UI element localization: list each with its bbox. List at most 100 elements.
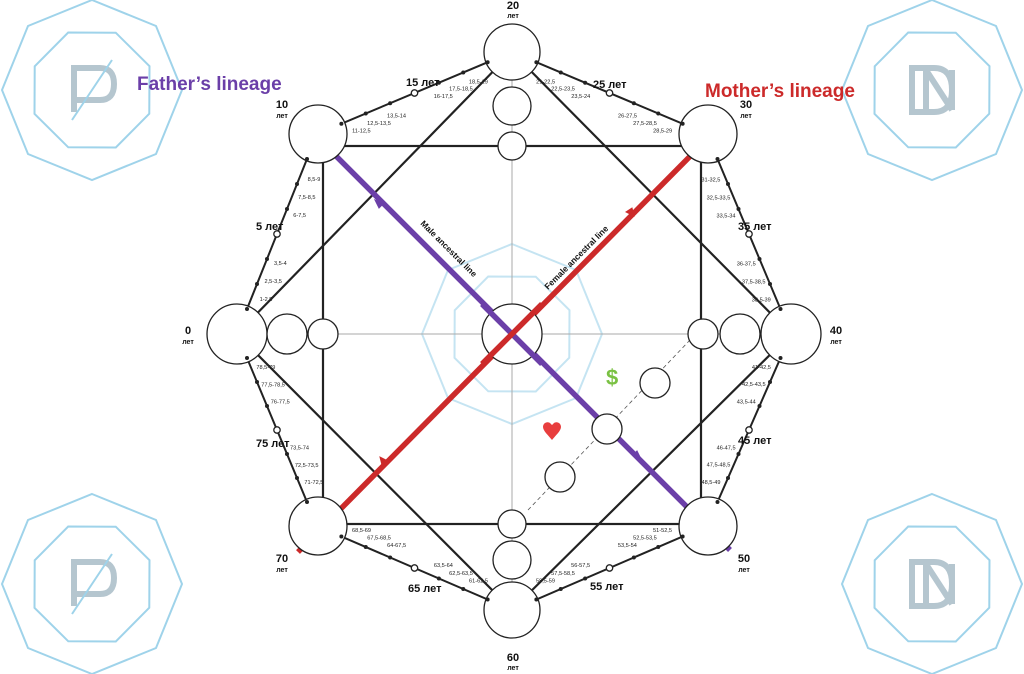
circle-money <box>639 367 671 399</box>
age-range-label: 21-22,5 <box>536 79 555 85</box>
age-tick-dot <box>388 101 393 106</box>
age-label-70: 70 лет <box>276 553 288 574</box>
age-range-label: 7,5-8,5 <box>298 195 315 201</box>
age-range-label: 56-57,5 <box>571 563 590 569</box>
female-line-arrow <box>625 207 635 217</box>
heart-icon <box>543 422 561 440</box>
age-range-label: 57,5-58,5 <box>551 571 575 577</box>
age-range-label: 52,5-53,5 <box>633 536 657 542</box>
age-tick-dot <box>680 121 685 126</box>
age-tick-dot <box>715 500 720 504</box>
mid-age-marker <box>605 89 614 97</box>
age-tick-dot <box>436 576 441 581</box>
circle-inner-right-1 <box>719 313 761 355</box>
age-range-label: 32,5-33,5 <box>707 195 731 201</box>
age-tick-dot <box>305 500 309 504</box>
age-tick-dot <box>656 545 661 549</box>
age-tick-dot <box>726 476 730 480</box>
age-range-label: 78,5-79 <box>256 365 275 371</box>
mother-lineage-title: Mother’s lineage <box>705 81 855 102</box>
age-tick-dot <box>388 555 393 560</box>
age-tick-dot <box>757 257 762 261</box>
watermark-logo-bottom-left <box>0 492 184 674</box>
mid-age-marker <box>745 230 753 238</box>
age-range-label: 71-72,5 <box>304 480 323 486</box>
age-range-label: 61-62,5 <box>469 578 488 584</box>
dollar-icon: $ <box>606 365 618 390</box>
age-range-label: 42,5-43,5 <box>742 382 766 388</box>
age-tick-dot <box>656 111 661 116</box>
age-tick-dot <box>305 157 309 161</box>
age-tick-dot <box>295 182 299 186</box>
mid-age-5: 5 лет <box>256 221 284 233</box>
svg-text:лет: лет <box>740 113 752 120</box>
mid-age-35: 35 лет <box>738 221 772 233</box>
age-range-label: 27,5-28,5 <box>633 121 657 127</box>
age-label-20: 20 лет <box>507 0 519 20</box>
svg-text:лет: лет <box>507 665 519 672</box>
age-tick-dot <box>768 380 772 384</box>
age-range-label: 58,5-59 <box>536 578 555 584</box>
circle-crossroad <box>591 413 623 445</box>
svg-text:лет: лет <box>276 567 288 574</box>
circle-inner-top-2 <box>497 131 527 161</box>
age-tick-dot <box>285 207 289 211</box>
age-range-label: 33,5-34 <box>717 213 736 219</box>
mid-age-55: 55 лет <box>590 581 624 593</box>
age-range-label: 12,5-13,5 <box>367 121 391 127</box>
age-range-label: 47,5-48,5 <box>707 463 731 469</box>
age-tick-dot <box>534 597 539 602</box>
circle-0 <box>206 303 268 365</box>
age-label-0: 0 лет <box>182 325 194 346</box>
age-tick-dot <box>583 576 588 581</box>
circle-40 <box>760 303 822 365</box>
circle-inner-top-1 <box>492 86 532 126</box>
age-label-60: 60 лет <box>507 652 519 672</box>
age-tick-dot <box>726 182 730 186</box>
age-tick-dot <box>461 70 466 75</box>
age-range-label: 48,5-49 <box>702 480 721 486</box>
mid-age-15: 15 лет <box>406 77 440 89</box>
circle-love <box>544 461 576 493</box>
age-range-label: 18,5-19 <box>469 79 488 85</box>
svg-text:20: 20 <box>507 0 519 12</box>
female-line-arrow <box>379 456 389 466</box>
mid-age-marker <box>273 230 281 238</box>
circle-inner-bottom-2 <box>497 509 527 539</box>
mid-age-marker <box>273 426 281 434</box>
age-range-label: 68,5-69 <box>352 528 371 534</box>
svg-text:60: 60 <box>507 652 519 664</box>
mid-age-45: 45 лет <box>738 435 772 447</box>
age-tick-dot <box>255 282 259 286</box>
mid-age-25: 25 лет <box>593 79 627 91</box>
age-range-label: 63,5-64 <box>434 563 453 569</box>
male-line-arrow <box>632 450 643 461</box>
age-label-30: 30 лет <box>740 99 752 120</box>
circle-60 <box>483 581 541 639</box>
mid-age-65: 65 лет <box>408 583 442 595</box>
age-label-50: 50 лет <box>738 553 750 574</box>
circle-inner-right-2 <box>687 318 719 350</box>
age-tick-dot <box>558 587 563 591</box>
father-lineage-title: Father’s lineage <box>137 74 282 95</box>
watermark-logo-bottom-right <box>840 492 1024 674</box>
age-range-label: 26-27,5 <box>618 114 637 120</box>
age-tick-dot <box>736 207 741 211</box>
svg-text:лет: лет <box>830 339 842 346</box>
age-range-label: 62,5-63,5 <box>449 571 473 577</box>
age-range-label: 77,5-78,5 <box>261 382 285 388</box>
svg-text:10: 10 <box>276 99 288 111</box>
age-range-label: 2,5-3,5 <box>264 279 281 285</box>
age-tick-dot <box>285 452 289 456</box>
age-tick-dot <box>715 157 720 161</box>
age-range-label: 38,5-39 <box>752 297 771 303</box>
age-tick-dot <box>245 356 249 360</box>
age-tick-dot <box>680 534 685 539</box>
svg-text:лет: лет <box>738 567 750 574</box>
age-range-label: 28,5-29 <box>653 129 672 135</box>
circle-10 <box>288 104 348 164</box>
age-tick-dot <box>265 257 269 261</box>
age-tick-dot <box>583 80 588 85</box>
age-range-label: 31-32,5 <box>701 177 720 183</box>
age-range-label: 3,5-4 <box>274 261 287 267</box>
